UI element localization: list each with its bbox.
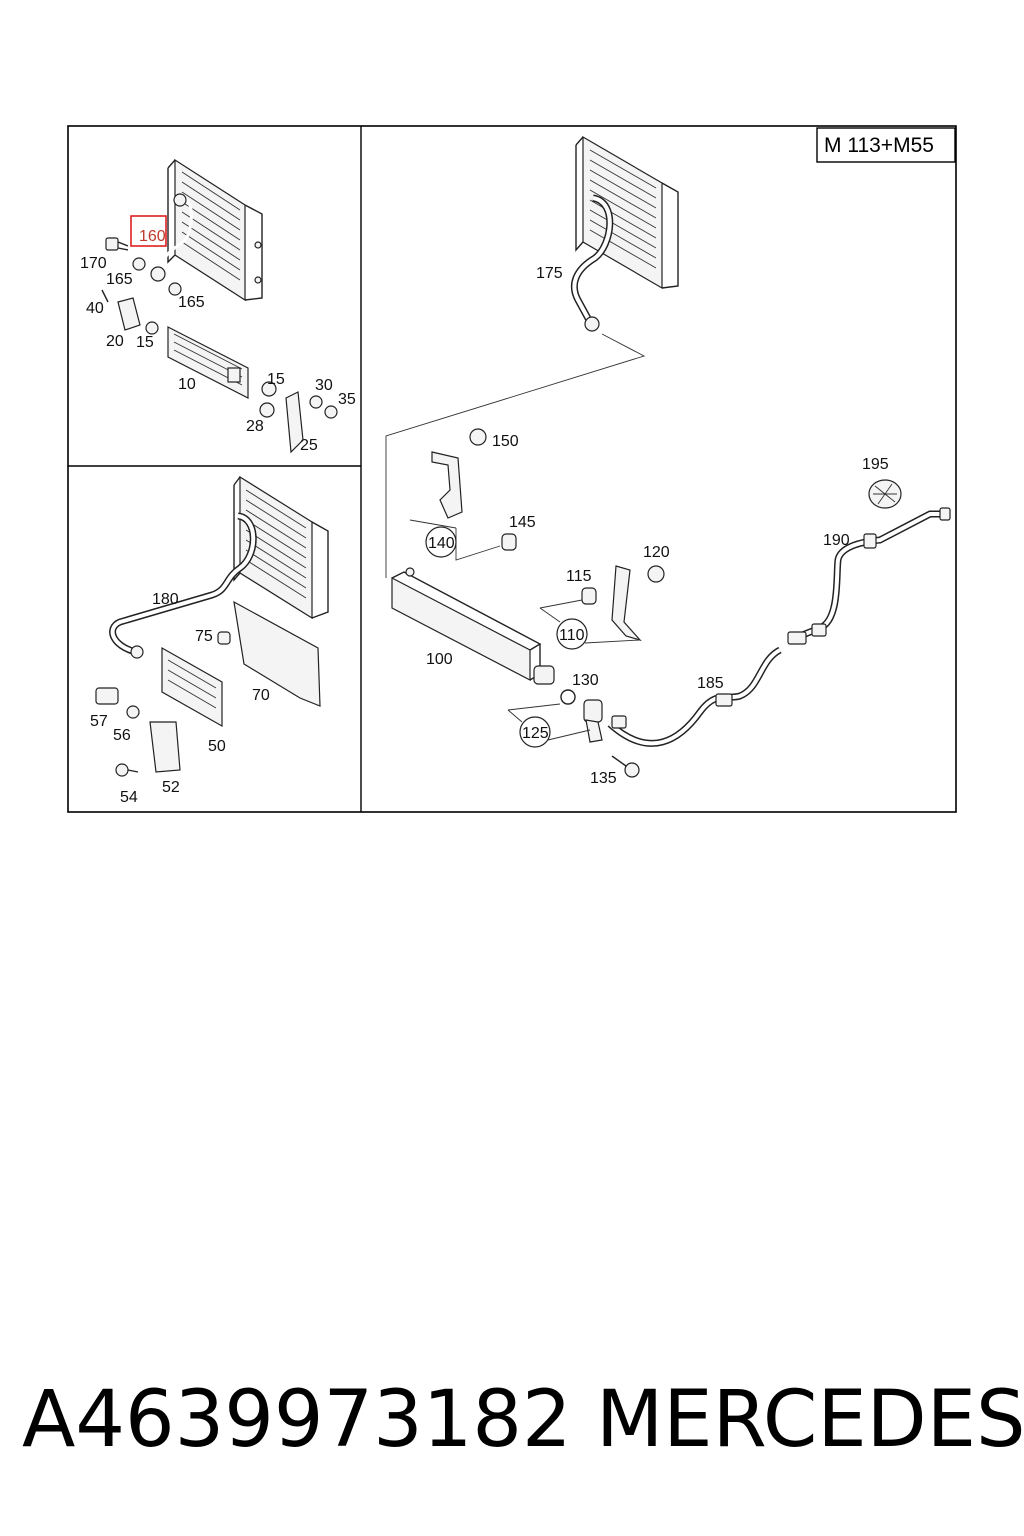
callout-56: 56 (113, 727, 131, 744)
callout-57: 57 (90, 713, 108, 730)
bolt-135 (611, 755, 640, 778)
callout-190: 190 (823, 532, 850, 549)
fitting-170 (105, 237, 129, 251)
nut-30 (309, 395, 323, 409)
callout-160-highlight (130, 215, 167, 247)
callout-165a: 165 (106, 271, 133, 288)
oring-130 (560, 689, 576, 705)
bushing-15b (261, 381, 277, 397)
seal-56 (126, 705, 140, 719)
callout-25: 25 (300, 437, 318, 454)
bracket-140 (431, 451, 463, 519)
bolt-54 (115, 763, 139, 777)
oil-line-190 (787, 507, 951, 645)
pin-40 (101, 289, 109, 303)
callout-150: 150 (492, 433, 519, 450)
oil-cooler-10 (167, 326, 249, 399)
callout-140: 140 (428, 535, 455, 552)
callout-175: 175 (536, 265, 563, 282)
callout-120: 120 (643, 544, 670, 561)
callout-15b: 15 (267, 371, 285, 388)
callout-130: 130 (572, 672, 599, 689)
callout-15a: 15 (136, 334, 154, 351)
bracket-110 (611, 565, 642, 642)
model-label: M 113+M55 (824, 134, 934, 157)
coolant-hose-180 (109, 512, 257, 659)
callout-40: 40 (86, 300, 104, 317)
leader-110 (539, 599, 641, 644)
coolant-hose-160 (163, 193, 193, 259)
grommet-115 (581, 587, 597, 605)
callout-140-ring (425, 526, 457, 558)
callout-135: 135 (590, 770, 617, 787)
bushing-15a (145, 321, 159, 335)
callout-160: 160 (139, 228, 166, 245)
nut-150 (469, 428, 487, 446)
model-label-box (816, 127, 956, 163)
fitting-57 (95, 687, 119, 705)
clip-75 (217, 631, 231, 645)
nut-120 (647, 565, 665, 583)
grommet-145 (501, 533, 517, 551)
shroud-70 (233, 600, 321, 707)
leader-125 (507, 703, 591, 741)
callout-50: 50 (208, 738, 226, 755)
callout-75: 75 (195, 628, 213, 645)
callout-52: 52 (162, 779, 180, 796)
radiator-right (575, 135, 679, 290)
callout-180: 180 (152, 591, 179, 608)
callout-110-ring (556, 618, 588, 650)
leader-175-cooler (385, 333, 646, 578)
diagram-frame (67, 125, 957, 813)
callout-110: 110 (559, 627, 585, 644)
callout-28: 28 (246, 418, 264, 435)
fitting-125 (583, 699, 603, 743)
callout-195: 195 (862, 456, 889, 473)
bracket-25 (285, 391, 304, 454)
callout-35: 35 (338, 391, 356, 408)
washer-35 (324, 405, 338, 419)
radiator-top-left (167, 158, 263, 302)
callout-54: 54 (120, 789, 138, 806)
seal-165b (150, 266, 166, 282)
callout-165b: 165 (178, 294, 205, 311)
callout-170: 170 (80, 255, 107, 272)
oil-line-185 (607, 646, 782, 747)
oil-cooler-100 (391, 567, 555, 685)
bracket-20 (117, 297, 141, 331)
callout-145: 145 (509, 514, 536, 531)
callout-185: 185 (697, 675, 724, 692)
grommet-28 (259, 402, 275, 418)
callout-115: 115 (566, 568, 592, 585)
part-number: A4639973182 (22, 1375, 572, 1465)
seal-165a (132, 257, 146, 271)
callout-125: 125 (522, 725, 549, 742)
callout-10: 10 (178, 376, 196, 393)
brand-name: MERCEDES (596, 1375, 1024, 1465)
seal-165c (168, 282, 182, 296)
radiator-bottom-left (233, 475, 329, 620)
oil-cooler-50 (161, 646, 223, 728)
callout-30: 30 (315, 377, 333, 394)
callout-70: 70 (252, 687, 270, 704)
callout-100: 100 (426, 651, 453, 668)
clamp-195 (868, 479, 902, 509)
coolant-hose-175 (570, 194, 614, 332)
callout-20: 20 (106, 333, 124, 350)
callout-125-ring (519, 716, 551, 748)
bracket-52 (149, 721, 181, 773)
